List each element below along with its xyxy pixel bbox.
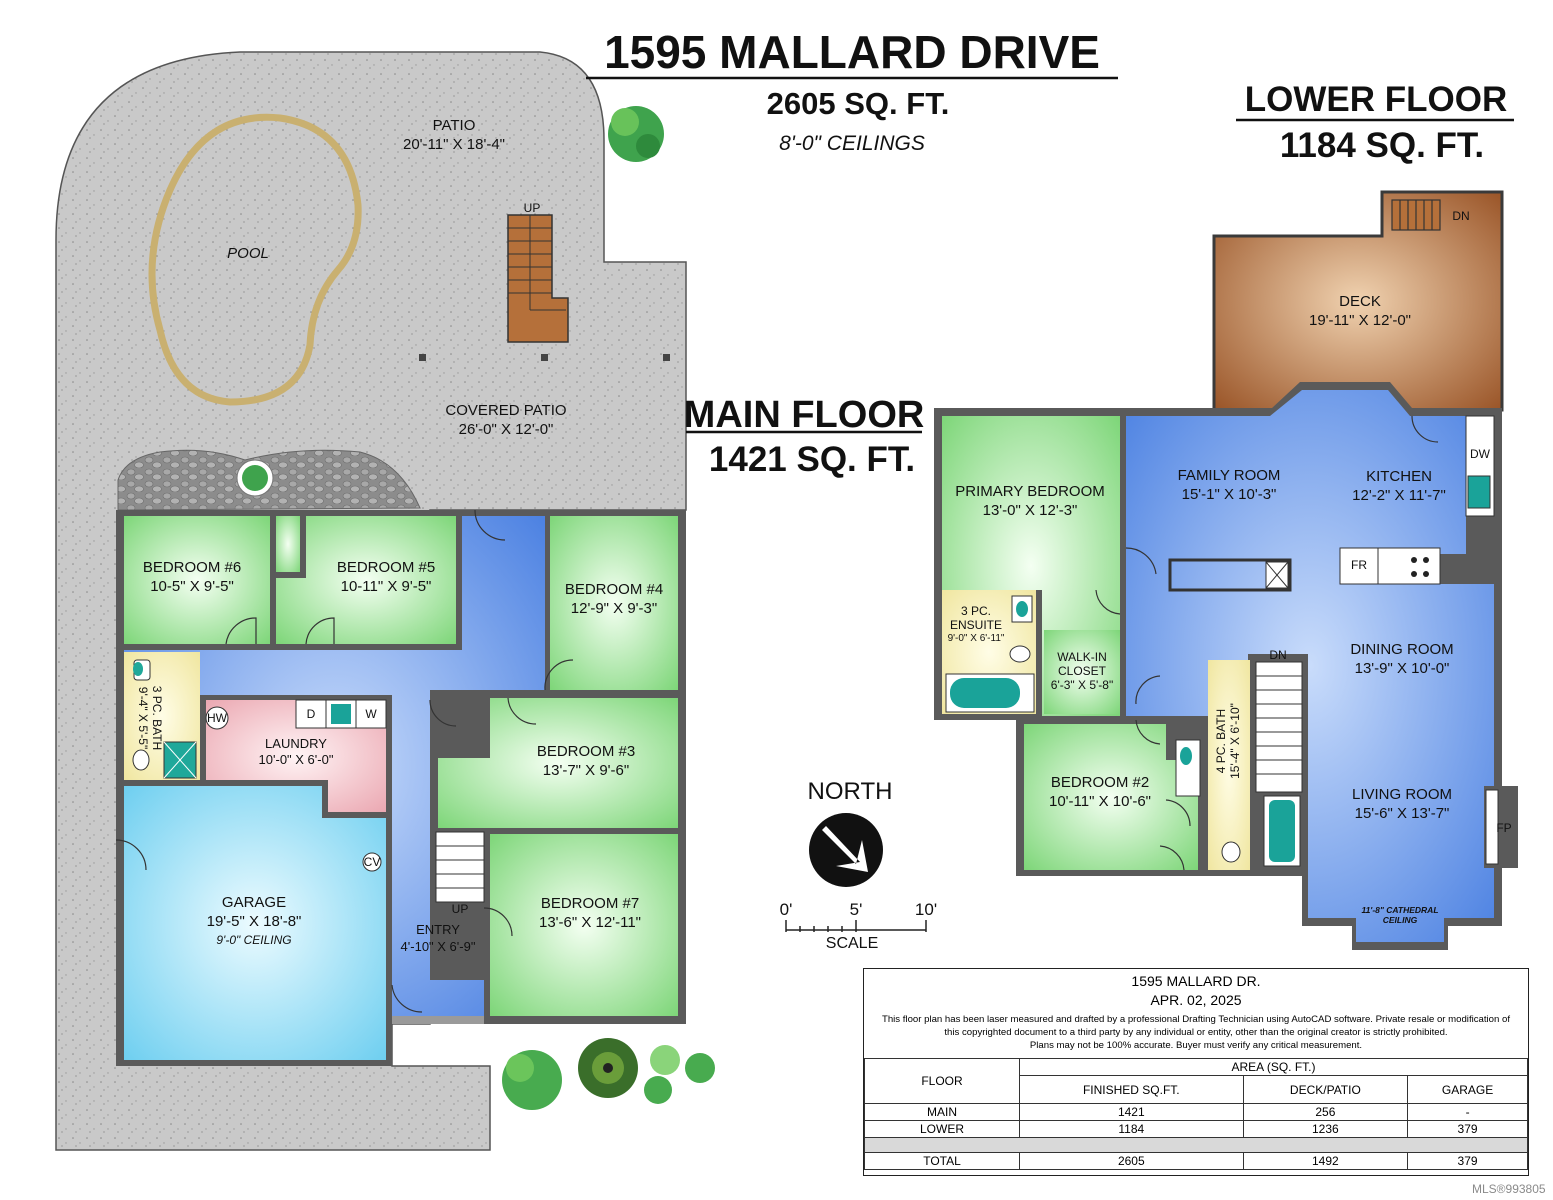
scale-tick-0: 0' <box>779 900 793 919</box>
fireplace-label: FP <box>1496 821 1512 835</box>
entry-stairs <box>435 831 485 903</box>
north-label: NORTH <box>807 778 893 805</box>
lower-floor-title: LOWER FLOOR <box>1244 80 1508 119</box>
deck-stairs <box>1391 199 1441 231</box>
tree-icon <box>502 1050 562 1110</box>
hot-water-label: HW <box>207 711 227 725</box>
deck-stairs-dn-label: DN <box>1452 209 1470 223</box>
patio-stairs <box>507 214 569 343</box>
total-area: 2605 SQ. FT. <box>766 86 950 121</box>
pool-label: POOL <box>227 245 269 262</box>
tree-icon <box>608 106 664 162</box>
bedroom3-fill <box>438 698 678 828</box>
address-title: 1595 MALLARD DRIVE <box>604 26 1100 78</box>
north-arrow-icon <box>809 813 883 887</box>
scale-tick-5: 5' <box>849 900 863 919</box>
bedroom4-fill <box>550 516 678 690</box>
fridge-label: FR <box>1351 558 1367 572</box>
scale-tick-10: 10' <box>914 900 938 919</box>
bedroom2-fill <box>1024 724 1198 870</box>
main-floor-area: 1421 SQ. FT. <box>708 440 916 479</box>
pool <box>148 113 362 406</box>
table-row: MAIN 1421 256 - <box>864 1103 1528 1121</box>
washer-label: W <box>365 707 377 721</box>
ceilings-note: 8'-0" CEILINGS <box>779 132 925 155</box>
patio-stairs-up-label: UP <box>523 201 541 215</box>
floor-header: FLOOR <box>864 1058 1020 1104</box>
garage-fill <box>124 786 386 1060</box>
entry-stairs-up-label: UP <box>451 902 469 916</box>
col-garage: GARAGE <box>1407 1075 1528 1104</box>
mls-watermark: MLS®993805 <box>1472 1182 1546 1196</box>
info-disclaimer: This floor plan has been laser measured … <box>881 1014 1511 1051</box>
table-total-row: TOTAL 2605 1492 379 <box>864 1152 1528 1170</box>
cv-label: CV <box>363 855 381 869</box>
tree-icon <box>236 459 274 497</box>
info-box: 1595 MALLARD DR. APR. 02, 2025 This floo… <box>863 968 1529 1176</box>
bedroom5-fill <box>276 516 456 644</box>
main-floor-title: MAIN FLOOR <box>683 394 925 436</box>
lower-floor-area: 1184 SQ. FT. <box>1279 126 1485 165</box>
scale-bar <box>785 920 927 932</box>
area-header: AREA (SQ. FT.) <box>1019 1057 1528 1077</box>
tree-icon <box>578 1038 638 1098</box>
info-address: 1595 MALLARD DR. <box>1131 973 1261 989</box>
bedroom7-fill <box>490 834 678 1016</box>
walkin-closet-fill <box>1044 630 1120 714</box>
lower-stairs <box>1255 661 1303 793</box>
bedroom6-fill <box>124 516 270 644</box>
main-hallway <box>124 516 545 1016</box>
bath4-fill <box>1208 660 1250 870</box>
col-finished: FINISHED SQ.FT. <box>1019 1075 1244 1104</box>
bedroom5-closet <box>276 516 300 572</box>
scale-label: SCALE <box>825 935 879 952</box>
dryer-label: D <box>306 707 316 721</box>
info-date: APR. 02, 2025 <box>1150 992 1242 1008</box>
lower-stairs-dn-label: DN <box>1269 648 1287 662</box>
dishwasher-label: DW <box>1470 447 1490 461</box>
lower-living-area <box>1126 390 1494 942</box>
table-row: LOWER 1184 1236 379 <box>864 1120 1528 1138</box>
tree-icon <box>644 1045 715 1104</box>
col-deck: DECK/PATIO <box>1242 1075 1409 1104</box>
area-table: FLOOR AREA (SQ. FT.) FINISHED SQ.FT. DEC… <box>864 1057 1528 1170</box>
table-spacer-row <box>864 1137 1528 1153</box>
